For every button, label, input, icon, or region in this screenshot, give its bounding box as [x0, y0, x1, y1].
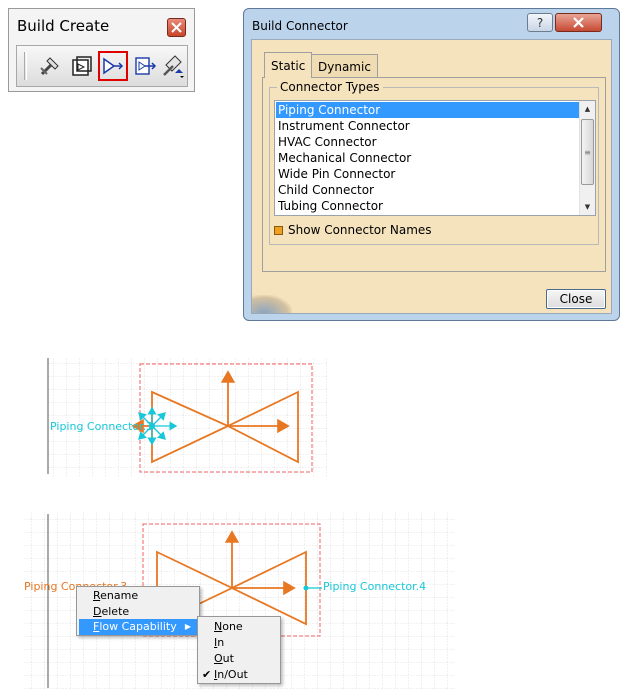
connector-types-list[interactable]: Piping Connector Instrument Connector HV…	[274, 100, 596, 216]
submenu-item-in-out[interactable]: ✔ In/Out	[200, 667, 278, 683]
static-tab-panel: Connector Types Piping Connector Instrum…	[262, 77, 606, 272]
scroll-thumb[interactable]: ≡	[581, 119, 594, 185]
list-item-wide-pin-connector[interactable]: Wide Pin Connector	[278, 167, 396, 181]
show-connector-names-label: Show Connector Names	[288, 223, 432, 237]
close-icon	[573, 17, 584, 28]
connector-4-point[interactable]	[303, 585, 309, 591]
sketch-1-canvas: Piping Connector.3	[47, 358, 328, 478]
menu-item-delete-mnemonic: D	[93, 605, 102, 618]
show-connector-names-checkbox[interactable]	[274, 225, 283, 235]
connector-3-handles[interactable]	[138, 406, 178, 446]
submenu-item-out-label: ut	[222, 652, 234, 665]
connector-4-label: Piping Connector.4	[323, 580, 426, 593]
list-item-hvac-connector[interactable]: HVAC Connector	[278, 135, 377, 149]
frame-icon	[72, 56, 92, 76]
close-icon	[171, 22, 182, 33]
dialog-footer-decoration	[252, 295, 292, 313]
list-item-piping-connector[interactable]: Piping Connector	[276, 102, 581, 118]
toolbar-close-button[interactable]	[167, 18, 186, 37]
build-tool-button[interactable]	[35, 51, 65, 81]
connector-icon	[103, 57, 124, 75]
valve-bounding-box	[142, 523, 321, 637]
tab-dynamic[interactable]: Dynamic	[311, 54, 378, 78]
connector-context-menu: Rename Delete Flow Capability ▶	[76, 586, 200, 636]
tab-static[interactable]: Static	[264, 52, 313, 78]
build-connector-dialog: Build Connector ? Static Dynamic Connect…	[243, 8, 620, 321]
list-item-tubing-connector[interactable]: Tubing Connector	[278, 199, 383, 213]
submenu-item-in-out-mnemonic: I	[214, 668, 218, 681]
connector-types-label: Connector Types	[277, 80, 383, 94]
dialog-title: Build Connector	[252, 19, 348, 33]
grid	[48, 358, 328, 478]
list-item-instrument-connector[interactable]: Instrument Connector	[278, 119, 410, 133]
scroll-down-icon[interactable]: ▼	[584, 203, 591, 211]
show-connector-names-row[interactable]: Show Connector Names	[274, 223, 432, 237]
build-parts-icon	[163, 55, 184, 78]
toolbar-grip[interactable]	[24, 52, 27, 80]
menu-item-flow-capability[interactable]: Flow Capability ▶	[79, 619, 197, 635]
connector-import-icon	[135, 57, 157, 75]
submenu-item-none[interactable]: None	[200, 619, 278, 635]
menu-item-flow-capability-mnemonic: F	[93, 620, 100, 633]
submenu-item-out-mnemonic: O	[214, 652, 223, 665]
toolbar-body	[16, 45, 188, 87]
list-item-mechanical-connector[interactable]: Mechanical Connector	[278, 151, 412, 165]
submenu-item-in[interactable]: In	[200, 635, 278, 651]
sketch-view-1: Piping Connector.3	[40, 350, 330, 480]
submenu-item-in-mnemonic: I	[214, 636, 218, 649]
dialog-close-x-button[interactable]	[555, 13, 602, 32]
build-tool-icon	[40, 57, 59, 76]
tab-static-label: Static	[271, 58, 306, 73]
build-parts-button[interactable]	[159, 51, 189, 81]
menu-item-rename-label: ename	[100, 589, 139, 602]
flow-capability-submenu: None In Out ✔ In/Out	[197, 616, 281, 684]
submenu-item-in-label: n	[217, 636, 225, 649]
checkmark-icon: ✔	[202, 668, 212, 681]
menu-item-flow-capability-label: low Capability	[99, 620, 177, 633]
connector-types-group: Connector Types Piping Connector Instrum…	[269, 80, 599, 245]
submenu-arrow-icon: ▶	[184, 622, 191, 631]
help-icon: ?	[536, 15, 544, 30]
build-connector-button[interactable]	[98, 51, 128, 81]
scroll-up-icon[interactable]: ▲	[584, 105, 591, 113]
menu-item-delete-label: elete	[101, 605, 130, 618]
submenu-item-none-mnemonic: N	[214, 620, 223, 633]
toolbar-title: Build Create	[17, 17, 110, 35]
connector-import-button[interactable]	[130, 51, 160, 81]
dialog-help-button[interactable]: ?	[527, 13, 553, 32]
menu-item-rename-mnemonic: R	[93, 589, 101, 602]
tab-dynamic-label: Dynamic	[318, 59, 371, 74]
valve-symbol[interactable]	[131, 370, 299, 464]
menu-item-delete[interactable]: Delete	[79, 604, 197, 620]
frame-button[interactable]	[67, 51, 97, 81]
submenu-item-in-out-label: n/Out	[217, 668, 248, 681]
dialog-client-area: Static Dynamic Connector Types Piping Co…	[251, 39, 612, 314]
connector-3-label: Piping Connector.3	[50, 420, 153, 433]
close-button[interactable]: Close	[546, 289, 606, 309]
build-create-toolbar: Build Create	[8, 8, 195, 92]
menu-item-rename[interactable]: Rename	[79, 588, 197, 604]
submenu-item-out[interactable]: Out	[200, 651, 278, 667]
submenu-item-none-label: one	[222, 620, 243, 633]
list-item-child-connector[interactable]: Child Connector	[278, 183, 374, 197]
list-scrollbar[interactable]: ▲ ≡ ▼	[579, 101, 595, 215]
